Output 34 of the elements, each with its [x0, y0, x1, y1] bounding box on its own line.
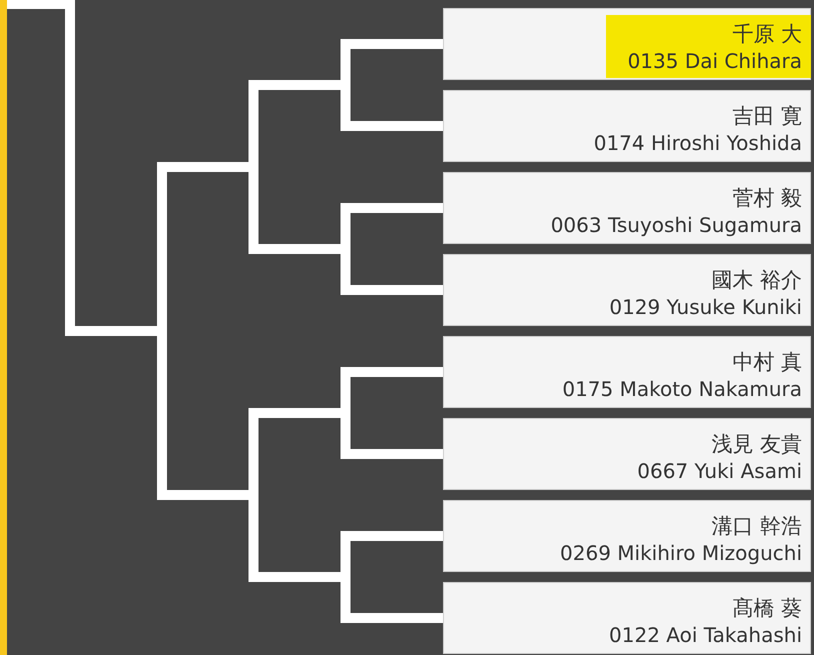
number-and-name: 0174 Hiroshi Yoshida — [594, 131, 802, 155]
kanji-name: 浅見 友貴 — [711, 432, 802, 456]
entry-box — [443, 90, 811, 162]
entry-box — [443, 8, 811, 80]
bracket-line — [340, 577, 443, 623]
number-and-name: 0122 Aoi Takahashi — [609, 623, 802, 647]
bracket-line — [340, 85, 443, 131]
highlight-box — [606, 15, 811, 78]
bracket-line — [340, 203, 443, 249]
number-and-name: 0269 Mikihiro Mizoguchi — [560, 541, 802, 565]
kanji-name: 髙橋 葵 — [732, 596, 802, 620]
bracket-line — [340, 39, 443, 85]
entry-box — [443, 172, 811, 244]
bracket-line — [340, 367, 443, 413]
bracket-line — [340, 531, 443, 577]
kanji-name: 菅村 毅 — [732, 186, 802, 210]
kanji-name: 國木 裕介 — [711, 268, 802, 292]
entry-box — [443, 336, 811, 408]
entry-box — [443, 254, 811, 326]
bracket-line — [340, 249, 443, 295]
kanji-name: 溝口 幹浩 — [711, 514, 802, 538]
entry-box — [443, 500, 811, 572]
number-and-name: 0063 Tsuyoshi Sugamura — [550, 213, 802, 237]
vertical-bar — [0, 0, 7, 655]
kanji-name: 吉田 寛 — [732, 104, 802, 128]
kanji-name: 千原 大 — [732, 22, 802, 46]
bracket-line — [340, 413, 443, 459]
kanji-name: 中村 真 — [732, 350, 802, 374]
entry-box — [443, 582, 811, 654]
number-and-name: 0129 Yusuke Kuniki — [609, 295, 802, 319]
entry-box — [443, 418, 811, 490]
number-and-name: 0667 Yuki Asami — [637, 459, 802, 483]
number-and-name: 0135 Dai Chihara — [628, 49, 802, 73]
number-and-name: 0175 Makoto Nakamura — [562, 377, 802, 401]
